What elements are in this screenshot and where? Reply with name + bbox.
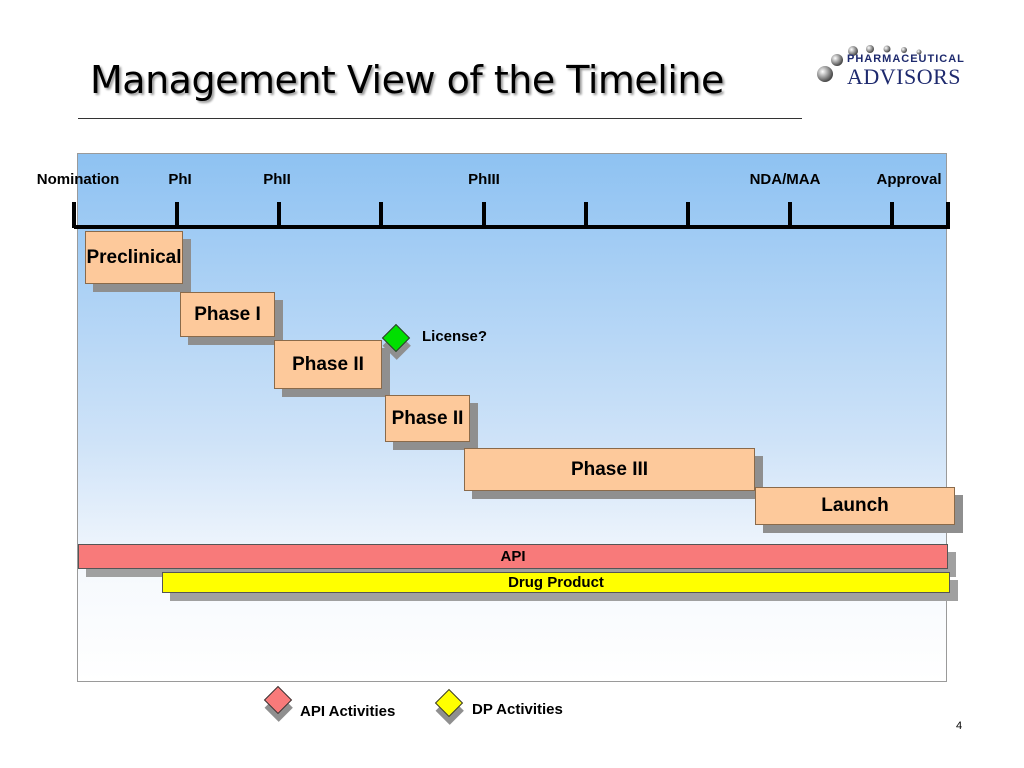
api-bar: API — [78, 544, 948, 569]
legend-api-label: API Activities — [300, 703, 396, 720]
page-number: 4 — [956, 720, 963, 732]
dp-activities-diamond-icon — [434, 688, 464, 718]
phase-box-phase-3: Phase III — [464, 448, 755, 491]
milestone-ph1: PhI — [168, 171, 192, 188]
title-divider — [78, 118, 802, 119]
axis-tick — [686, 202, 690, 228]
milestone-nda-maa: NDA/MAA — [749, 171, 821, 188]
drug-product-bar: Drug Product — [162, 572, 950, 593]
axis-tick — [175, 202, 179, 228]
axis-tick — [788, 202, 792, 228]
timeline-axis — [74, 225, 950, 229]
phase-box-preclinical: Preclinical — [85, 231, 183, 284]
milestone-nomination: Nomination — [36, 171, 120, 188]
axis-tick — [946, 202, 950, 228]
phase-box-phase-1: Phase I — [180, 292, 275, 337]
milestone-ph2: PhII — [263, 171, 291, 188]
axis-tick — [890, 202, 894, 228]
phase-box-phase-2: Phase II — [274, 340, 382, 389]
logo-text-small: PHARMACEUTICAL — [847, 53, 965, 65]
axis-tick — [277, 202, 281, 228]
axis-tick — [72, 202, 76, 228]
axis-tick — [584, 202, 588, 228]
legend-dp-label: DP Activities — [472, 701, 563, 718]
company-logo — [815, 44, 955, 94]
timeline-panel — [77, 153, 947, 682]
logo-text-big: ADVISORS — [847, 64, 962, 89]
axis-tick — [379, 202, 383, 228]
axis-tick — [482, 202, 486, 228]
slide-title: Management View of the Timeline — [90, 58, 724, 102]
milestone-ph3: PhIII — [468, 171, 500, 188]
phase-box-launch: Launch — [755, 487, 955, 525]
license-label: License? — [422, 328, 488, 345]
milestone-approval: Approval — [876, 171, 942, 188]
phase-box-phase-2-licensed: Phase II — [385, 395, 470, 442]
api-activities-diamond-icon — [263, 685, 293, 715]
logo-dots-icon — [817, 45, 922, 82]
